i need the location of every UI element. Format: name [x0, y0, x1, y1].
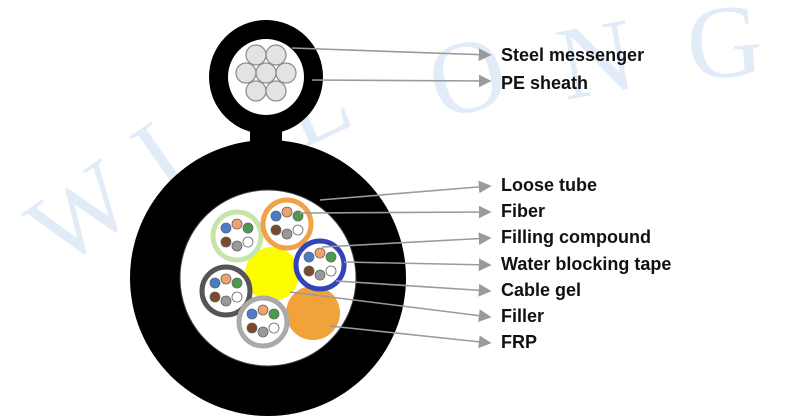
- fiber: [242, 222, 254, 234]
- steel-wire: [235, 62, 257, 84]
- fiber: [220, 295, 232, 307]
- fiber: [270, 210, 282, 222]
- fiber: [231, 218, 243, 230]
- fiber: [231, 291, 243, 303]
- steel-wire: [275, 62, 297, 84]
- fiber: [209, 277, 221, 289]
- label-cable-gel: Cable gel: [501, 280, 582, 300]
- fiber: [246, 322, 258, 334]
- fiber: [268, 322, 280, 334]
- fiber: [242, 236, 254, 248]
- filler: [245, 247, 299, 301]
- leader-line: [343, 258, 492, 272]
- leader-line: [329, 325, 492, 349]
- fiber: [325, 265, 337, 277]
- fiber: [257, 326, 269, 338]
- fiber: [220, 273, 232, 285]
- fiber: [268, 308, 280, 320]
- fiber: [325, 251, 337, 263]
- frp-rod: [286, 286, 340, 340]
- cable-cross-section: [130, 20, 406, 416]
- label-filling-compound: Filling compound: [501, 227, 651, 247]
- fiber: [292, 224, 304, 236]
- steel-wire: [245, 80, 267, 102]
- fiber: [209, 291, 221, 303]
- fiber: [270, 224, 282, 236]
- fiber: [220, 236, 232, 248]
- label-loose-tube: Loose tube: [501, 175, 598, 195]
- fiber: [231, 240, 243, 252]
- steel-wire: [255, 62, 277, 84]
- fiber: [314, 247, 326, 259]
- leader-line: [319, 180, 492, 201]
- watermark-letter: G: [682, 0, 767, 103]
- steel-wire: [265, 44, 287, 66]
- leader-line: [291, 47, 492, 62]
- leader-line: [335, 280, 492, 297]
- fiber: [220, 222, 232, 234]
- fiber: [281, 228, 293, 240]
- steel-wire: [245, 44, 267, 66]
- label-fiber: Fiber: [501, 201, 546, 221]
- fiber: [281, 206, 293, 218]
- leader-line: [311, 74, 492, 88]
- fiber: [303, 265, 315, 277]
- leader-line: [299, 205, 492, 219]
- fiber: [303, 251, 315, 263]
- fiber: [257, 304, 269, 316]
- label-frp: FRP: [501, 332, 537, 352]
- label-steel-messenger: Steel messenger: [501, 45, 645, 65]
- leader-line: [321, 232, 492, 248]
- fiber: [231, 277, 243, 289]
- fiber: [246, 308, 258, 320]
- label-water-blocking-tape: Water blocking tape: [501, 254, 672, 274]
- leader-line: [289, 291, 492, 322]
- leader-lines: [289, 47, 492, 349]
- fiber: [314, 269, 326, 281]
- label-pe-sheath: PE sheath: [501, 73, 589, 93]
- label-filler: Filler: [501, 306, 545, 326]
- steel-wire: [265, 80, 287, 102]
